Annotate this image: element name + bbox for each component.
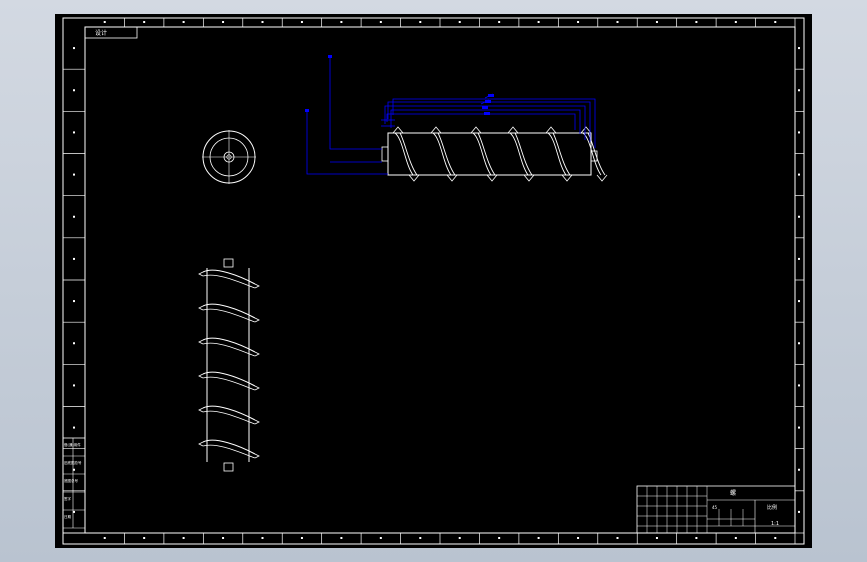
cad-drawing-viewport[interactable]: 设计	[55, 14, 812, 548]
side-table-row: 日期	[64, 514, 71, 519]
scale-label: 比例	[767, 504, 777, 511]
drawing-canvas: 设计	[62, 17, 805, 545]
part-name: 螺	[730, 489, 736, 497]
corner-label: 设计	[95, 29, 107, 37]
material-label: 45	[712, 505, 718, 510]
corner-label-box: 设计	[84, 26, 138, 39]
screw-side-view[interactable]	[198, 258, 260, 472]
side-table-row: 旧底图总号	[64, 460, 82, 465]
side-table-row: 底图总号	[64, 478, 78, 483]
border-zone-ticks	[63, 18, 804, 544]
dimension-lines	[306, 56, 596, 175]
side-table-row: 签字	[64, 496, 71, 501]
inner-border	[84, 26, 796, 534]
screw-flights	[392, 126, 608, 182]
end-view[interactable]	[202, 130, 256, 184]
screw-flights-vertical	[198, 269, 260, 459]
sheet-code: 1:1	[771, 521, 779, 527]
screw-front-view[interactable]	[381, 126, 608, 182]
outer-border	[62, 17, 805, 545]
dimension-texts	[305, 55, 494, 115]
title-block: 螺 比例 1:1 45	[636, 485, 796, 534]
side-table-row: 借(通)用件	[64, 442, 81, 447]
